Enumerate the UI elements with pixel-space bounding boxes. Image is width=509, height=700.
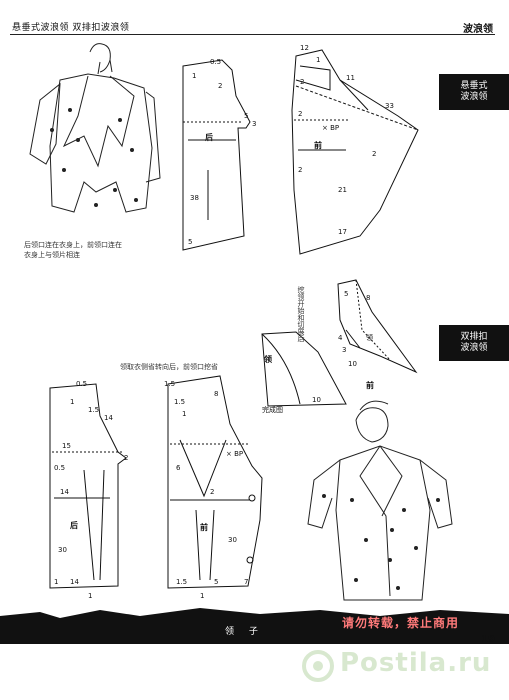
svg-text:21: 21 (338, 186, 347, 194)
collar-piece-small-labels: 领 完成图 10 (262, 354, 321, 414)
svg-text:× BP: × BP (322, 124, 339, 132)
svg-text:15: 15 (62, 442, 71, 450)
svg-text:1: 1 (316, 56, 320, 64)
footer-title: 领 子 (225, 627, 264, 637)
footer-band (0, 608, 509, 644)
front-pattern-top (291, 49, 419, 255)
svg-text:领: 领 (264, 354, 272, 364)
back-pattern-top-labels: 0.5 1 2 5 3 后 38 5 (188, 58, 256, 246)
svg-text:8: 8 (214, 390, 218, 398)
svg-text:5: 5 (344, 290, 348, 298)
svg-text:2: 2 (124, 454, 128, 462)
svg-text:2: 2 (300, 78, 304, 86)
svg-text:0.5: 0.5 (210, 58, 221, 66)
front-pattern-bottom-labels: 1.5 1.5 8 1 × BP 2 6 前 30 1.5 1 5 7 (164, 380, 248, 600)
svg-text:0.5: 0.5 (54, 464, 65, 472)
svg-text:× BP: × BP (226, 450, 243, 458)
watermark-text: 请勿转载，禁止商用 (342, 616, 460, 630)
back-pattern-bottom (49, 383, 127, 589)
svg-text:14: 14 (70, 578, 79, 586)
svg-text:5: 5 (188, 238, 192, 246)
svg-text:10: 10 (312, 396, 321, 404)
svg-text:前: 前 (314, 140, 322, 150)
front-pattern-top-labels: 12 1 11 2 33 2 × BP 前 2 21 17 2 (298, 44, 394, 236)
collar-piece-small (261, 331, 347, 407)
svg-text:4: 4 (338, 334, 343, 342)
svg-text:12: 12 (300, 44, 309, 52)
svg-text:完成图: 完成图 (262, 405, 283, 414)
svg-text:2: 2 (298, 110, 302, 118)
svg-text:14: 14 (104, 414, 113, 422)
svg-text:8: 8 (366, 294, 370, 302)
svg-text:3: 3 (252, 120, 256, 128)
front-pattern-bottom (167, 375, 263, 589)
svg-text:6: 6 (176, 464, 181, 472)
svg-text:1: 1 (182, 410, 186, 418)
svg-text:1.5: 1.5 (164, 380, 175, 388)
svg-text:1: 1 (54, 578, 58, 586)
watermark-site: Postila.ru (340, 648, 492, 678)
svg-text:1.5: 1.5 (176, 578, 187, 586)
back-pattern-top (182, 59, 251, 251)
svg-text:后: 后 (70, 520, 78, 530)
caption-section2: 领取衣侧省转向后，前领口挖省 (120, 363, 218, 371)
svg-text:1.5: 1.5 (174, 398, 185, 406)
watermark-logo-icon (302, 650, 334, 682)
svg-text:2: 2 (218, 82, 222, 90)
caption-section1: 后领口连在衣身上，前领口连在 衣身上与领片相连 (24, 241, 122, 259)
svg-text:10: 10 (348, 360, 357, 368)
svg-text:30: 30 (228, 536, 237, 544)
svg-text:5: 5 (244, 112, 248, 120)
section-tab-drape-collar: 悬垂式 波浪领 (439, 74, 509, 110)
svg-text:领: 领 (366, 333, 373, 342)
svg-text:前: 前 (200, 522, 208, 532)
svg-text:2: 2 (298, 166, 302, 174)
svg-text:后: 后 (205, 132, 213, 142)
collar-pattern-right (337, 279, 418, 374)
svg-text:38: 38 (190, 194, 199, 202)
page-number: 19 (481, 634, 495, 645)
svg-text:前: 前 (366, 380, 374, 390)
svg-text:0.5: 0.5 (76, 380, 87, 388)
svg-text:1: 1 (70, 398, 74, 406)
collar-pattern-right-labels: 8 5 4 3 10 前 领 (338, 290, 374, 390)
section-tab-double-breasted-collar: 双排扣 波浪领 (439, 325, 509, 361)
fashion-illustration-top (29, 43, 161, 213)
svg-text:1: 1 (200, 592, 204, 600)
svg-text:7: 7 (244, 578, 248, 586)
back-pattern-bottom-labels: 0.5 1 1.5 14 2 15 0.5 14 后 30 1 14 1 (54, 380, 128, 600)
section-title: 波浪领 (463, 24, 493, 35)
running-header: 悬垂式波浪领 双排扣波浪领 (12, 23, 130, 33)
svg-text:33: 33 (385, 102, 394, 110)
svg-text:11: 11 (346, 74, 355, 82)
svg-text:1: 1 (192, 72, 196, 80)
svg-text:5: 5 (214, 578, 218, 586)
svg-text:30: 30 (58, 546, 67, 554)
header-rule (10, 34, 495, 35)
caption-collar-note: 挖领开始和切展后 (297, 286, 305, 342)
svg-text:14: 14 (60, 488, 69, 496)
fashion-illustration-bottom (307, 400, 453, 601)
svg-text:2: 2 (210, 488, 214, 496)
svg-text:3: 3 (342, 346, 346, 354)
svg-text:2: 2 (372, 150, 376, 158)
svg-text:17: 17 (338, 228, 347, 236)
svg-text:1.5: 1.5 (88, 406, 99, 414)
svg-text:1: 1 (88, 592, 92, 600)
